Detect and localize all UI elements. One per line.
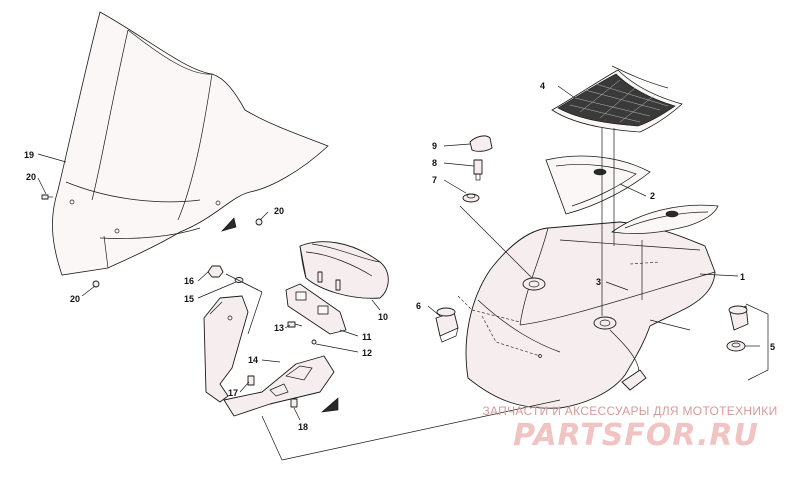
leader-lines <box>37 85 769 461</box>
screw-17 <box>247 375 255 386</box>
fastener-5 <box>726 305 749 352</box>
label-20-bottom: 20 <box>70 294 80 304</box>
lock-cap <box>469 135 493 152</box>
label-20-left: 20 <box>26 172 36 182</box>
label-13: 13 <box>274 323 284 333</box>
label-3: 3 <box>596 277 601 287</box>
label-9: 9 <box>432 141 437 151</box>
watermark-tagline: ЗАПЧАСТИ И АКСЕССУАРЫ ДЛЯ МОТОТЕХНИКИ <box>482 404 778 418</box>
label-2: 2 <box>650 191 655 201</box>
gauge-cluster <box>299 241 389 299</box>
screw-20-left <box>41 194 53 200</box>
lock-nut <box>462 193 480 203</box>
screw-12 <box>311 339 317 345</box>
label-7: 7 <box>432 175 437 185</box>
arrow-indicator <box>221 217 237 232</box>
mount-bracket <box>203 295 335 417</box>
label-10: 10 <box>378 312 388 322</box>
dashed-guides <box>457 261 661 357</box>
label-15: 15 <box>184 294 194 304</box>
vent-upper <box>545 155 651 215</box>
label-8: 8 <box>432 158 437 168</box>
watermark-logo: PARTSFOR.RU <box>513 418 759 453</box>
label-1: 1 <box>740 272 745 282</box>
screw-20-right <box>255 218 263 226</box>
screw-20-bottom <box>92 280 100 288</box>
vent-lower <box>610 204 719 234</box>
label-17: 17 <box>228 388 238 398</box>
screw-13 <box>287 321 303 328</box>
label-19: 19 <box>24 150 34 160</box>
label-16: 16 <box>184 276 194 286</box>
label-20-right: 20 <box>274 206 284 216</box>
mesh-screen <box>551 65 683 133</box>
label-5: 5 <box>770 342 775 352</box>
label-18: 18 <box>298 422 308 432</box>
arrow-indicator-lower <box>321 397 339 413</box>
bracket-11 <box>285 283 347 335</box>
screw-18 <box>290 398 298 408</box>
label-11: 11 <box>362 332 372 342</box>
label-14: 14 <box>248 355 258 365</box>
label-4: 4 <box>540 81 545 91</box>
label-12: 12 <box>362 348 372 358</box>
lock-key <box>473 159 483 181</box>
label-6: 6 <box>416 301 421 311</box>
switch-6 <box>435 307 459 343</box>
nut-16 <box>207 265 224 278</box>
callout-labels: 19 20 20 20 4 9 8 7 2 1 3 6 5 10 11 12 1… <box>24 81 775 432</box>
windshield <box>52 11 329 276</box>
hood <box>465 221 716 409</box>
